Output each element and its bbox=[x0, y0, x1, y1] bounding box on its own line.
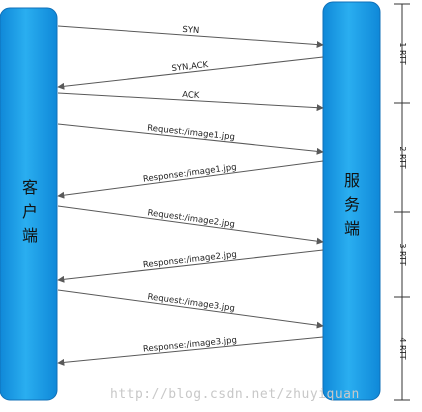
watermark: http://blog.csdn.net/zhuyiquan bbox=[110, 387, 360, 402]
message-arrow bbox=[57, 92, 324, 112]
message-arrow bbox=[57, 205, 324, 245]
rtt-label: 2 RTT bbox=[398, 146, 407, 168]
rtt-label: 3 RTT bbox=[398, 243, 407, 265]
client-label: 客户端 bbox=[22, 178, 38, 245]
server-label-char: 端 bbox=[344, 219, 360, 238]
message-label: SYN,ACK bbox=[171, 60, 209, 74]
rtt-label: 4 RTT bbox=[398, 337, 407, 359]
message-arrow bbox=[57, 56, 324, 90]
message-arrow bbox=[57, 160, 324, 199]
message-arrow bbox=[57, 289, 324, 329]
message-label: Response:/image2.jpg bbox=[143, 250, 238, 271]
message-label: Response:/image1.jpg bbox=[142, 162, 237, 184]
client-label-char: 户 bbox=[22, 202, 38, 221]
rtt-scale: 1 RTT 2 RTT 3 RTT 4 RTT bbox=[394, 3, 410, 401]
rtt-label: 1 RTT bbox=[398, 42, 407, 64]
client-lifeline bbox=[0, 7, 58, 401]
message-label: Request:/image1.jpg bbox=[147, 123, 236, 142]
message-arrow bbox=[57, 336, 324, 366]
client-label-char: 客 bbox=[22, 178, 38, 197]
server-label: 服务端 bbox=[344, 171, 360, 238]
message-label: Request:/image2.jpg bbox=[147, 208, 236, 230]
message-label: ACK bbox=[182, 90, 200, 101]
message-arrows: SYN SYN,ACK ACK Request:/image1.jpgResponse… bbox=[57, 25, 324, 366]
message-label: Response:/image3.jpg bbox=[143, 335, 238, 354]
message-arrow bbox=[57, 25, 324, 49]
client-label-char: 端 bbox=[22, 226, 38, 245]
server-label-char: 务 bbox=[344, 195, 360, 214]
server-lifeline bbox=[322, 1, 381, 401]
message-label: Request:/image3.jpg bbox=[147, 292, 236, 314]
message-arrow bbox=[57, 123, 324, 155]
server-label-char: 服 bbox=[344, 171, 360, 190]
message-arrow bbox=[57, 249, 324, 283]
message-label: SYN bbox=[182, 25, 200, 36]
